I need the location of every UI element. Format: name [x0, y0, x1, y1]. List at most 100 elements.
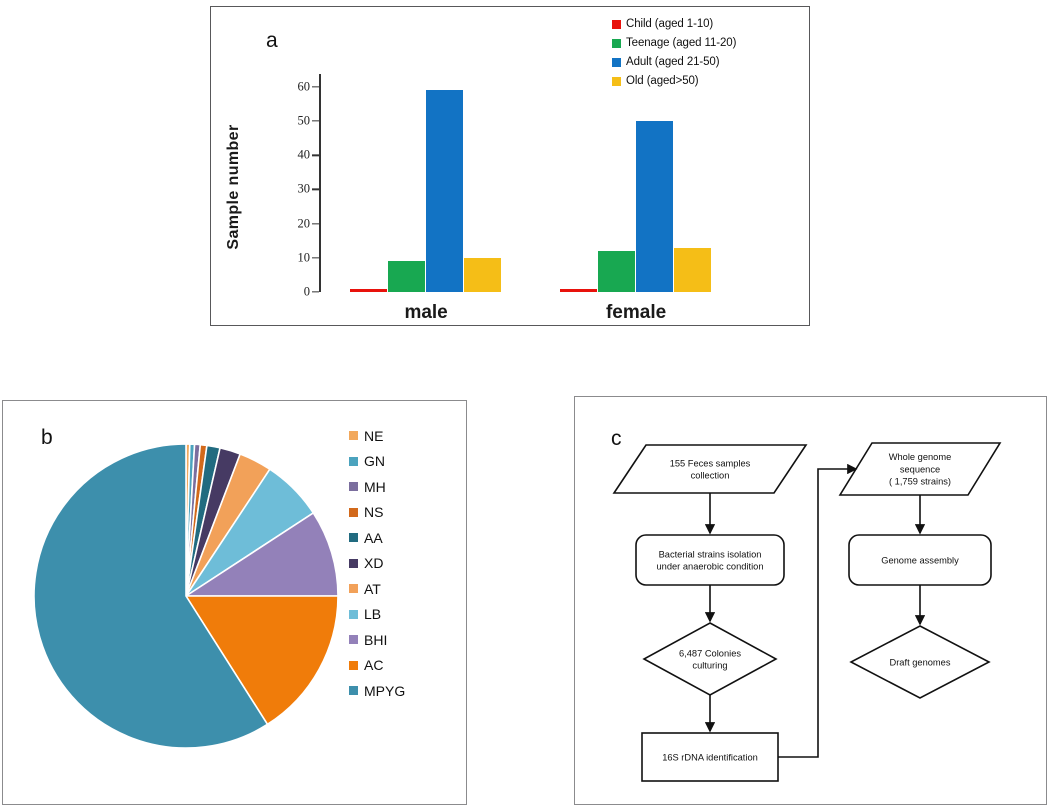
flow-node-n2: [635, 534, 785, 586]
pie-legend-label: NS: [364, 504, 384, 521]
pie-legend-item: GN: [349, 449, 444, 475]
pie-chart-area: [31, 441, 341, 751]
flow-node-n7: [849, 625, 991, 699]
pie-legend-item: NS: [349, 500, 444, 526]
pie-legend-label: AC: [364, 657, 384, 674]
bar-legend-item: Teenage (aged 11-20): [612, 34, 797, 52]
flow-node-n3: [642, 622, 778, 696]
bar-female-teenage: [598, 250, 636, 292]
y-axis-tick-label: 30: [297, 181, 311, 196]
flow-node-text: 155 Feces samples: [670, 458, 751, 468]
bar-female-adult: [636, 121, 674, 292]
bar-legend-label: Child (aged 1-10): [626, 18, 714, 30]
legend-swatch-icon: [612, 19, 621, 29]
y-axis-tick-label: 40: [297, 147, 311, 162]
bar-female-old: [674, 247, 712, 292]
panel-c-label: c: [611, 427, 622, 450]
flow-node-text: Draft genomes: [890, 657, 951, 667]
flow-node-text: collection: [691, 471, 730, 481]
y-axis-tick-mark: [312, 120, 319, 122]
pie-slice-mpyg: [33, 443, 269, 749]
y-axis-tick-label: 20: [297, 216, 311, 231]
x-axis-label-female: female: [605, 302, 667, 323]
bar-male-old: [464, 257, 502, 292]
y-axis-tick-mark: [312, 257, 319, 259]
bar-chart-plot-area: 0 10 20 30 40 50 60 male female: [298, 74, 739, 323]
y-axis-tick-mark: [312, 86, 319, 88]
flow-node-n1: [612, 444, 808, 494]
pie-legend-label: MH: [364, 478, 386, 495]
bar-legend-label: Adult (aged 21-50): [626, 56, 720, 68]
bar-chart-y-axis-label-text: Sample number: [225, 124, 242, 250]
legend-swatch-icon: [349, 635, 358, 645]
bar-legend-label: Old (aged>50): [626, 75, 699, 87]
y-axis-tick-label: 60: [297, 79, 311, 94]
pie-legend-label: NE: [364, 427, 384, 444]
pie-legend-item: XD: [349, 551, 444, 577]
legend-swatch-icon: [349, 686, 358, 696]
pie-legend-item: MH: [349, 474, 444, 500]
pie-legend-item: AC: [349, 653, 444, 679]
bar-male-adult: [426, 90, 464, 292]
pie-legend-item: AT: [349, 576, 444, 602]
legend-swatch-icon: [349, 507, 358, 517]
y-axis-tick-mark: [312, 154, 319, 156]
flow-node-text: ( 1,759 strains): [889, 477, 951, 487]
legend-swatch-icon: [349, 609, 358, 619]
flow-node-text: 6,487 Colonies: [679, 648, 741, 658]
y-axis-tick-label: 0: [303, 284, 310, 299]
panel-a-bar-chart: a Child (aged 1-10) Teenage (aged 11-20) A…: [210, 6, 810, 326]
bar-legend-item: Old (aged>50): [612, 72, 797, 90]
legend-swatch-icon: [349, 482, 358, 492]
pie-legend-label: LB: [364, 606, 382, 623]
pie-slice-bhi: [183, 511, 339, 597]
bar-legend-label: Teenage (aged 11-20): [626, 37, 737, 49]
pie-legend-item: BHI: [349, 627, 444, 653]
legend-swatch-icon: [612, 38, 621, 48]
pie-legend-label: GN: [364, 453, 385, 470]
pie-chart-svg: [33, 443, 339, 749]
legend-swatch-icon: [349, 660, 358, 670]
legend-swatch-icon: [349, 584, 358, 594]
flow-node-text: Whole genome: [889, 452, 952, 462]
bar-female-child: [560, 288, 598, 292]
legend-swatch-icon: [612, 57, 621, 67]
pie-legend-item: LB: [349, 602, 444, 628]
bar-legend-item: Adult (aged 21-50): [612, 53, 797, 71]
legend-swatch-icon: [349, 431, 358, 441]
flow-node-text: Bacterial strains isolation: [659, 549, 762, 559]
legend-swatch-icon: [349, 558, 358, 568]
bar-legend-item: Child (aged 1-10): [612, 15, 797, 33]
flow-edge: [778, 463, 858, 758]
pie-chart-legend: NE GN MH NS AA XD AT LB BHI AC MPYG: [349, 423, 444, 704]
pie-legend-label: MPYG: [364, 682, 406, 699]
y-axis-tick-label: 10: [297, 250, 311, 265]
flow-node-text: 16S rDNA identification: [662, 752, 758, 762]
flow-node-text: under anaerobic condition: [657, 562, 764, 572]
flow-node-text: culturing: [692, 661, 727, 671]
flow-node-text: sequence: [900, 464, 940, 474]
pie-legend-label: AT: [364, 580, 381, 597]
bar-chart-y-axis-label: Sample number: [219, 93, 249, 283]
legend-swatch-icon: [349, 456, 358, 466]
pie-legend-item: MPYG: [349, 678, 444, 704]
pie-legend-label: BHI: [364, 631, 388, 648]
panel-a-label: a: [266, 29, 278, 52]
legend-swatch-icon: [612, 76, 621, 86]
y-axis-tick-mark: [312, 222, 319, 225]
bar-chart-y-axis-line: [319, 74, 321, 292]
panel-b-label: b: [41, 426, 53, 449]
bar-male-teenage: [388, 261, 426, 292]
panel-b-pie-chart: b NE GN MH NS AA XD AT LB BHI AC MPYG: [2, 400, 467, 805]
flow-node-n5: [838, 442, 1002, 496]
flow-node-text: Genome assembly: [881, 555, 959, 565]
y-axis-tick-label: 50: [297, 113, 311, 128]
x-axis-label-male: male: [404, 302, 448, 323]
pie-legend-label: AA: [364, 529, 383, 546]
bar-chart-legend: Child (aged 1-10) Teenage (aged 11-20) Adu…: [612, 15, 797, 91]
pie-slice-ac: [184, 595, 339, 726]
pie-legend-item: NE: [349, 423, 444, 449]
legend-swatch-icon: [349, 533, 358, 543]
